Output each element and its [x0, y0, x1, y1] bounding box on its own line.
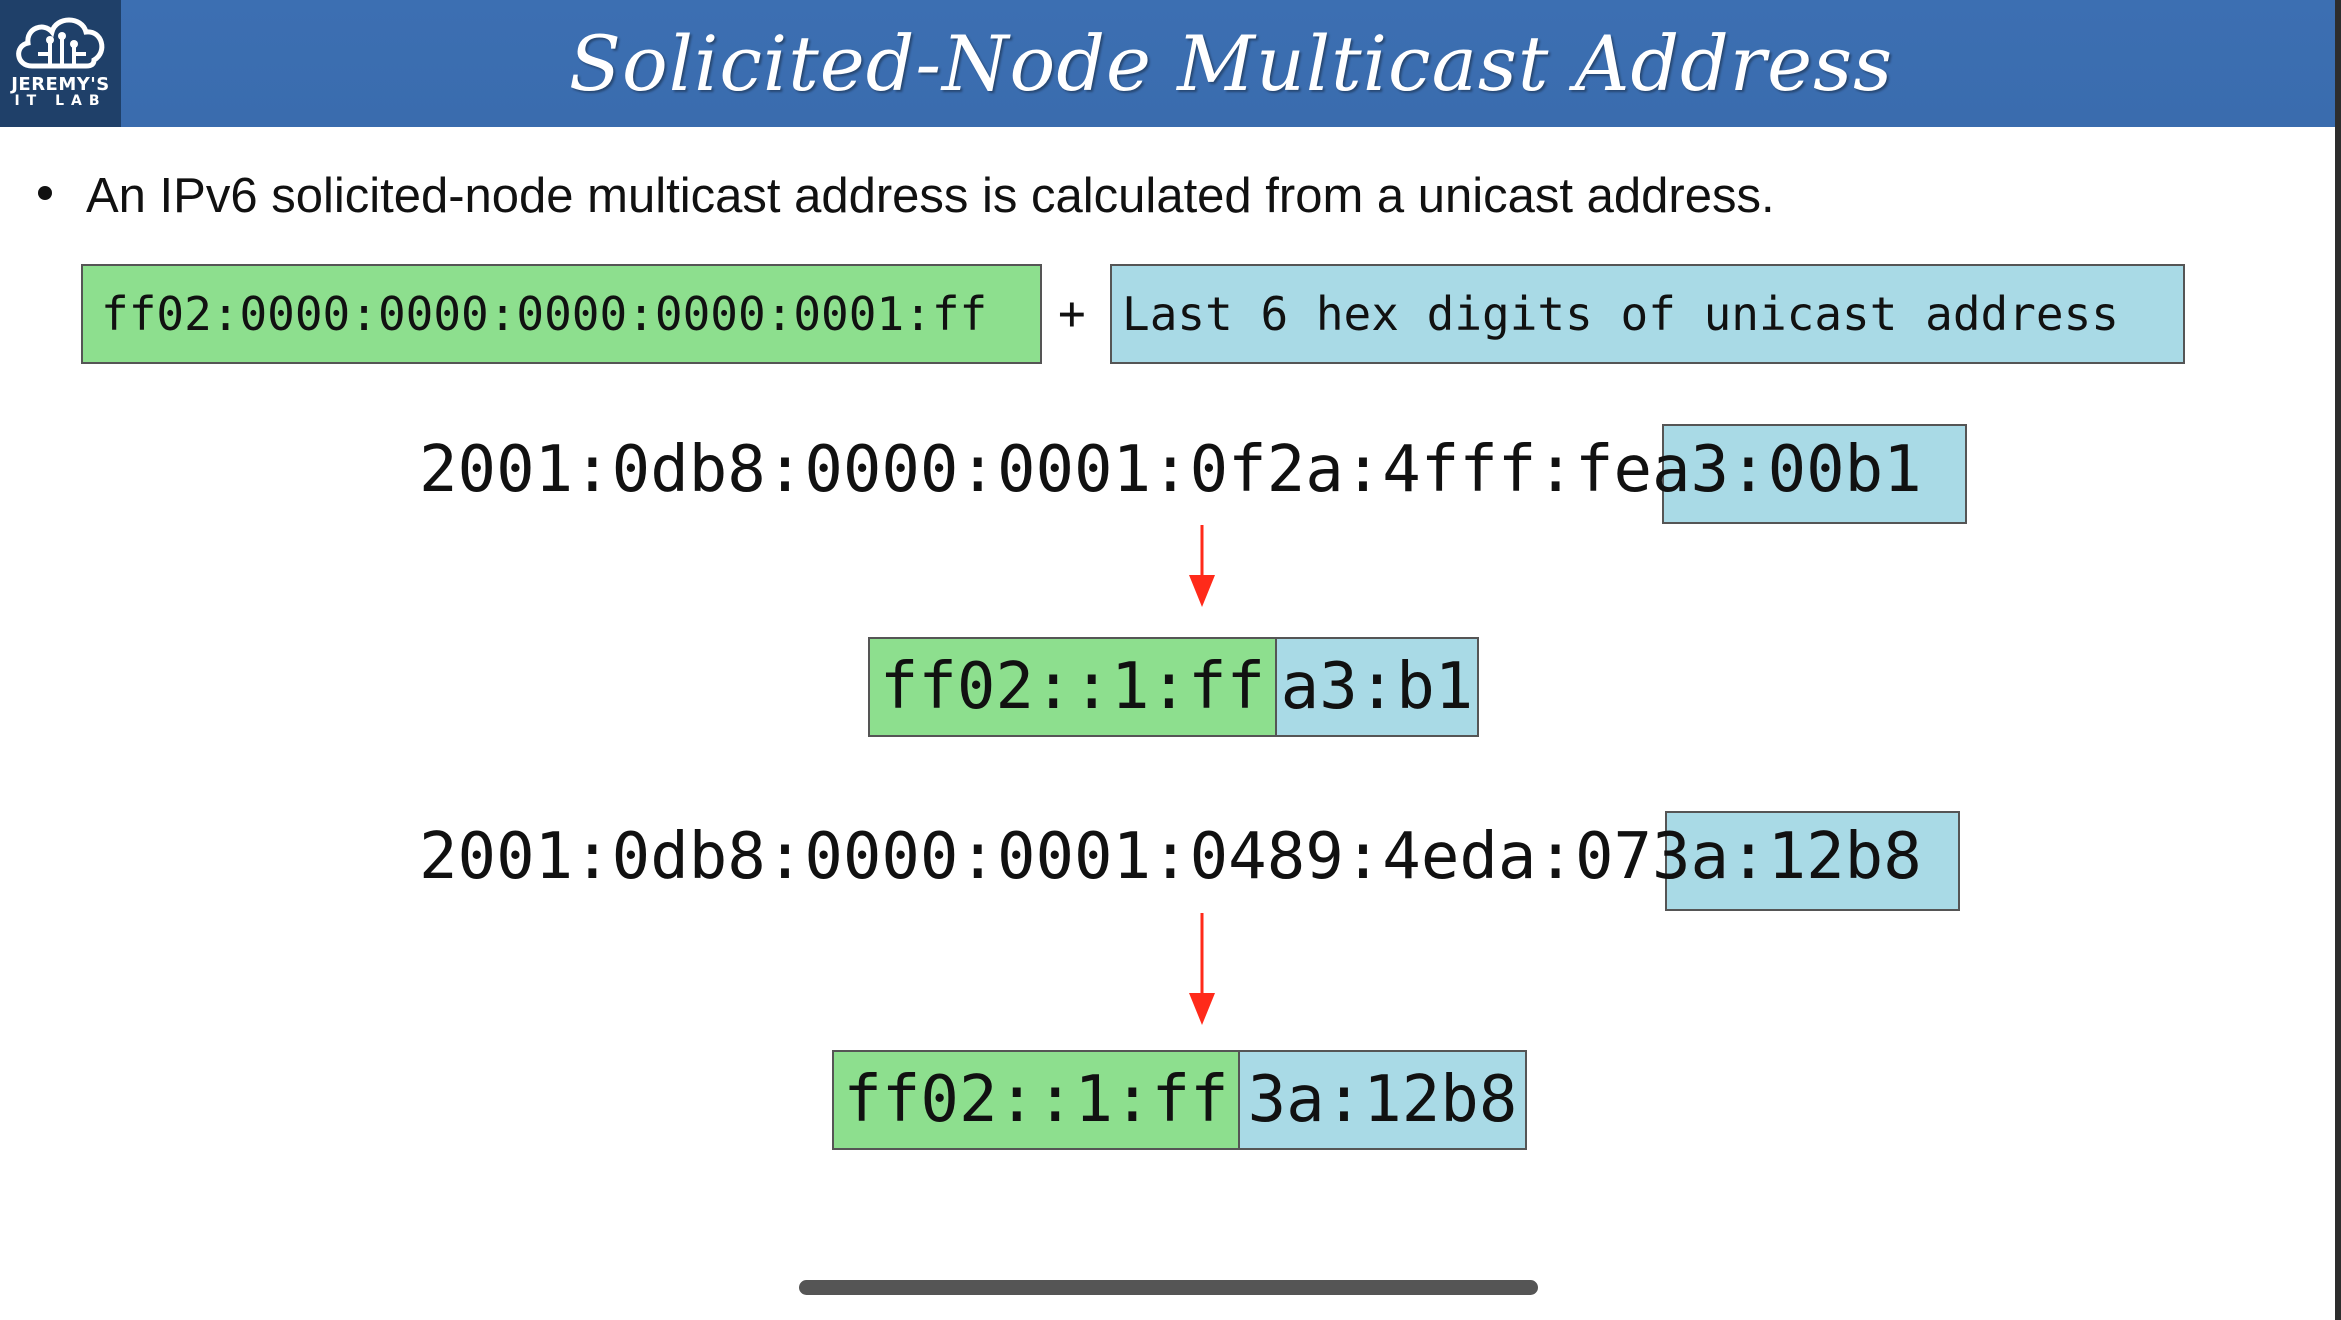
down-arrow-2 — [1189, 913, 1215, 1025]
unicast-address-2: 2001:0db8:0000:0001:0489:4eda:073a:12b8 — [419, 820, 1922, 894]
down-arrow-1 — [1189, 525, 1215, 607]
result-2-suffix-box: 3a:12b8 — [1238, 1050, 1527, 1150]
formula-plus: + — [1058, 286, 1086, 340]
result-1-prefix-box: ff02::1:ff — [868, 637, 1277, 737]
logo-line-2: IT LAB — [14, 93, 107, 109]
bullet-icon — [38, 186, 52, 200]
slide-header: JEREMY'S IT LAB Solicited-Node Multicast… — [0, 0, 2341, 127]
unicast-1-suffix: a3:00b1 — [1652, 433, 1922, 507]
logo-line-1: JEREMY'S — [11, 74, 110, 95]
unicast-address-1: 2001:0db8:0000:0001:0f2a:4fff:fea3:00b1 — [419, 433, 1922, 507]
slide-title: Solicited-Node Multicast Address — [568, 18, 1894, 108]
result-2-prefix-box: ff02::1:ff — [832, 1050, 1240, 1150]
unicast-2-prefix: 2001:0db8:0000:0001:0489:4eda:07 — [419, 820, 1652, 894]
formula-prefix-box: ff02:0000:0000:0000:0000:0001:ff — [81, 264, 1042, 364]
formula-suffix-box: Last 6 hex digits of unicast address — [1110, 264, 2185, 364]
jeremys-it-lab-logo: JEREMY'S IT LAB — [0, 0, 121, 127]
home-indicator-bar[interactable] — [799, 1280, 1538, 1295]
window-edge — [2335, 0, 2341, 1320]
unicast-1-suffix-highlight — [1662, 424, 1967, 524]
unicast-2-suffix-highlight — [1665, 811, 1960, 911]
unicast-1-prefix: 2001:0db8:0000:0001:0f2a:4fff:fe — [419, 433, 1652, 507]
cloud-circuit-icon — [16, 17, 105, 69]
bullet-text: An IPv6 solicited-node multicast address… — [86, 169, 1775, 223]
unicast-2-suffix: 3a:12b8 — [1652, 820, 1922, 894]
result-1-suffix-box: a3:b1 — [1275, 637, 1479, 737]
